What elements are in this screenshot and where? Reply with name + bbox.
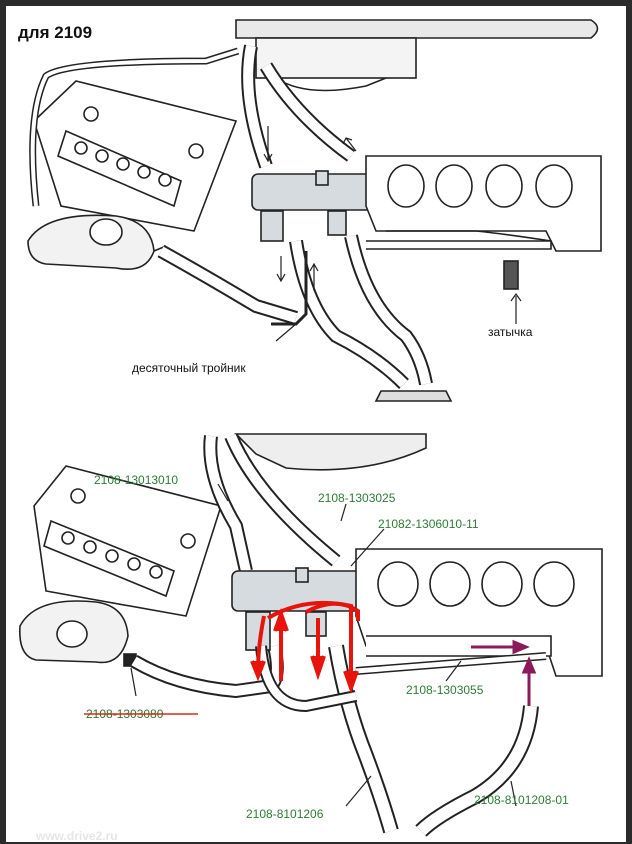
top-battery	[33, 80, 238, 232]
cooling-diagram: для 2109 затычка десяточный тройник	[18, 19, 603, 842]
bottom-engine	[355, 548, 603, 677]
top-flow-arrows	[263, 126, 357, 291]
top-pump-base	[374, 390, 453, 402]
top-valve-block	[251, 170, 373, 242]
label-hose-left-upper: 2108-13013010	[94, 473, 178, 487]
watermark: www.drive2.ru	[35, 829, 118, 842]
bottom-flow-arrows-purple	[471, 639, 537, 706]
top-label-plug: затычка	[488, 325, 533, 339]
diagram-canvas: для 2109 затычка десяточный тройник	[6, 6, 626, 842]
bottom-leader-lines	[130, 483, 517, 807]
top-heater-body	[255, 37, 417, 79]
top-tee	[271, 251, 308, 326]
bottom-heater-body	[234, 433, 427, 471]
top-expansion-tank	[27, 214, 167, 270]
top-heater-bottom	[275, 77, 387, 92]
top-diagram	[27, 19, 602, 402]
top-heater-bar	[235, 19, 599, 39]
bottom-diagram	[19, 433, 603, 837]
top-engine	[365, 155, 602, 252]
label-hose-lower-mid: 2108-8101206	[246, 807, 324, 821]
bottom-expansion-tank	[19, 600, 137, 667]
top-title: для 2109	[18, 23, 92, 42]
top-label-tee: десяточный тройник	[132, 361, 246, 375]
label-valve: 21082-1306010-11	[378, 517, 479, 531]
bottom-valve-block	[231, 567, 363, 651]
label-hose-lower-right: 2108-8101208-01	[474, 793, 569, 807]
top-plug	[503, 260, 519, 290]
bottom-battery	[33, 465, 223, 617]
bottom-flow-arrows-red	[250, 600, 360, 695]
label-pipe-right: 2108-1303055	[406, 683, 484, 697]
label-hose-mid-upper: 2108-1303025	[318, 491, 396, 505]
